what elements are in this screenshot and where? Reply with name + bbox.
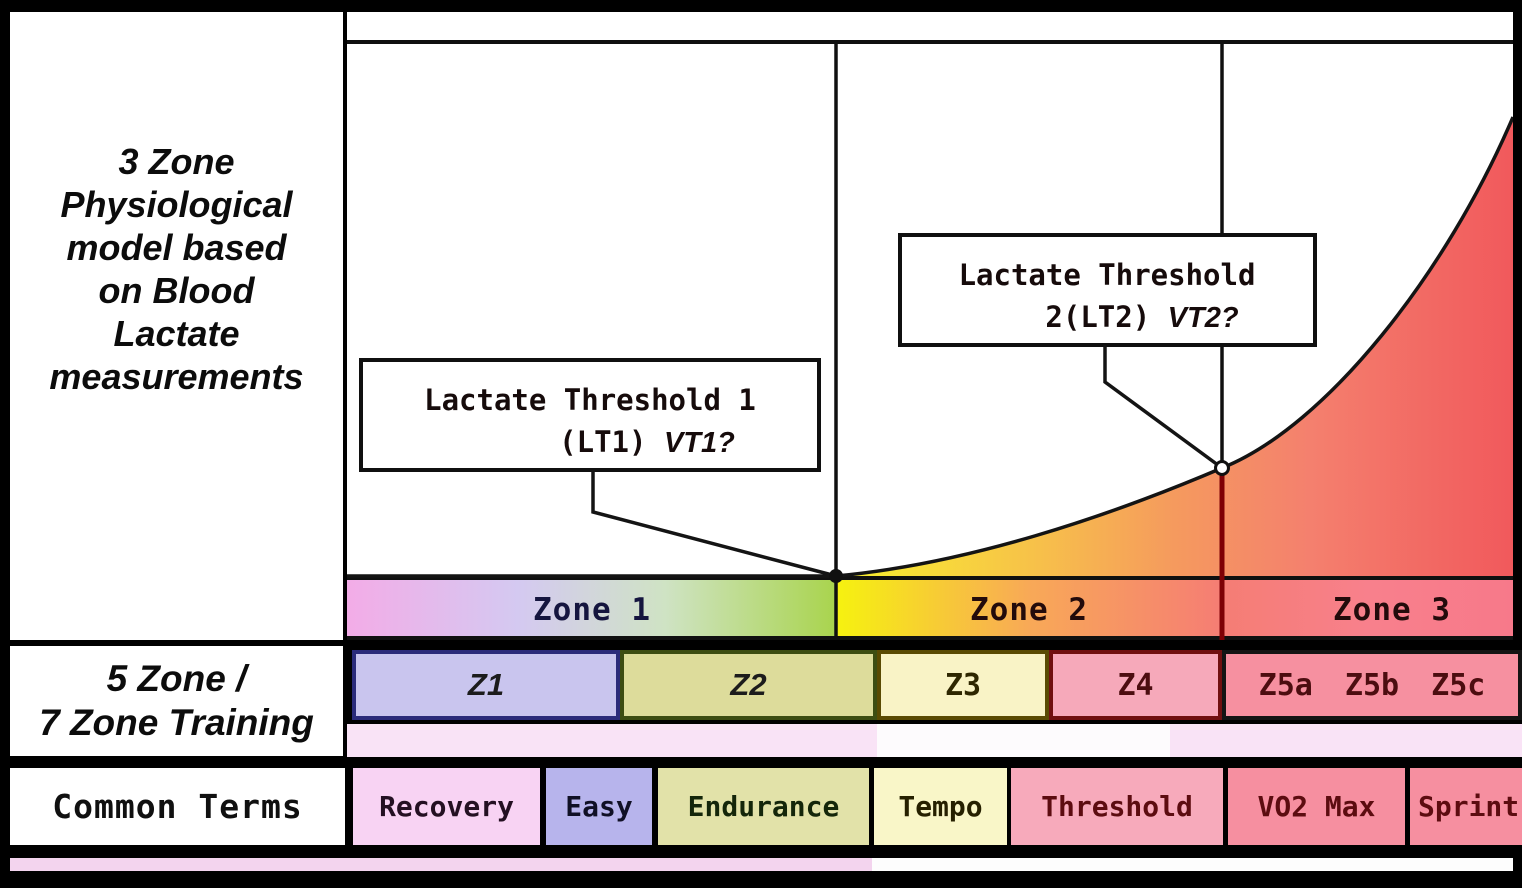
term-tempo-label: Tempo [898,790,983,823]
bottom-strip-left [10,858,872,871]
term-vo2max-label: VO2 Max [1257,790,1376,823]
training-zone-z2: Z2 [620,650,877,720]
lt2-callout-box [898,233,1317,347]
training-row-header: 5 Zone / 7 Zone Training [10,646,343,756]
lt2-label-line2: 2(LT2) VT2? [1045,300,1238,334]
term-cell-threshold: Threshold [1011,768,1223,845]
lt1-label-line2: (LT1) VT1? [559,425,735,459]
training-title: 5 Zone / 7 Zone Training [39,658,314,743]
lt2-label-line1: Lactate Threshold [959,258,1256,292]
term-sprint-label: Sprint [1418,790,1520,823]
separator-strip-highlight [877,724,1170,757]
model-title: 3 Zone Physiological model based on Bloo… [49,141,304,397]
training-zone-z2-label: Z2 [730,667,767,702]
lt2-leader-line [1103,345,1224,470]
training-zone-z3: Z3 [877,650,1049,720]
term-cell-endurance: Endurance [658,768,869,845]
zone3-label: Zone 3 [1333,592,1451,628]
lt2-point [1214,460,1230,476]
training-zone-z1-label: Z1 [467,667,505,702]
lactate-curve-chart: Lactate Threshold 1 (LT1) VT1? Lactate T… [347,12,1513,640]
training-zone-z5-label: Z5a Z5b Z5c [1258,667,1486,703]
lt1-callout-box [359,358,821,472]
lt1-label-line1: Lactate Threshold 1 [424,383,756,417]
term-easy-label: Easy [565,790,633,823]
lactate-fill-area [836,117,1513,576]
training-zone-z3-label: Z3 [944,667,982,703]
training-zone-z1: Z1 [352,650,620,720]
term-cell-vo2max: VO2 Max [1228,768,1405,845]
zone2-label: Zone 2 [970,592,1088,628]
term-threshold-label: Threshold [1041,790,1193,823]
training-zone-z4: Z4 [1049,650,1222,720]
zone3-band [1222,576,1513,640]
term-endurance-label: Endurance [687,790,840,823]
term-recovery-label: Recovery [379,790,514,823]
term-cell-easy: Easy [546,768,652,845]
term-cell-tempo: Tempo [874,768,1007,845]
physiological-model-panel: 3 Zone Physiological model based on Bloo… [10,12,343,640]
lt1-point [829,569,843,583]
zone2-band [836,576,1222,640]
common-terms-title: Common Terms [52,787,303,826]
zone1-band [347,576,836,640]
training-zone-z5: Z5a Z5b Z5c [1222,650,1522,720]
training-zone-z4-label: Z4 [1117,667,1154,703]
term-cell-recovery: Recovery [353,768,540,845]
term-cell-sprint: Sprint [1410,768,1522,845]
common-terms-header: Common Terms [10,768,345,845]
lt1-leader-line [591,470,837,578]
zone1-label: Zone 1 [533,592,651,628]
bottom-strip-right [872,858,1513,871]
